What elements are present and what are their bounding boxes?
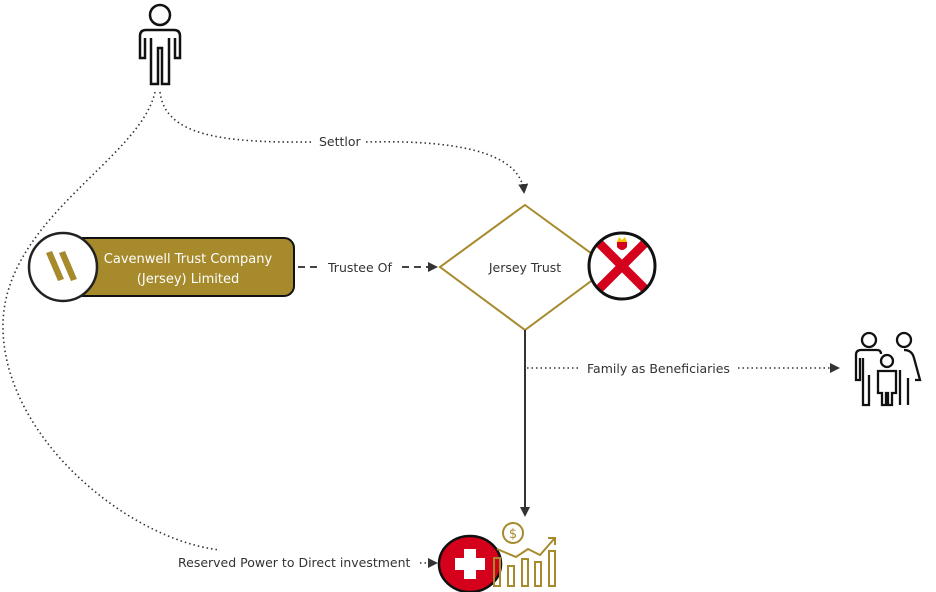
reserved-power-edge: Reserved Power to Direct investment	[2, 91, 438, 570]
svg-text:$: $	[509, 527, 517, 542]
cavenwell-logo-icon	[27, 231, 99, 303]
company-name-line1: Cavenwell Trust Company	[104, 252, 273, 267]
company-name-line2: (Jersey) Limited	[137, 272, 239, 287]
person-icon	[138, 3, 182, 86]
settlor-label: Settlor	[319, 134, 362, 149]
investment-growth-icon: $	[493, 522, 556, 587]
company-node[interactable]: Cavenwell Trust Company (Jersey) Limited	[27, 231, 295, 303]
family-label: Family as Beneficiaries	[587, 361, 730, 376]
jersey-flag-icon	[587, 231, 657, 301]
family-icon	[854, 331, 922, 407]
trustee-of-edge: Trustee Of	[298, 260, 438, 275]
settlor-edge: Settlor	[159, 91, 529, 194]
trustee-of-label: Trustee Of	[327, 260, 392, 275]
swiss-flag-icon	[437, 534, 503, 592]
jersey-trust-label: Jersey Trust	[488, 260, 561, 275]
family-edge: Family as Beneficiaries	[527, 361, 840, 376]
jersey-trust-node[interactable]: Jersey Trust	[438, 203, 612, 332]
reserved-power-label: Reserved Power to Direct investment	[178, 555, 411, 570]
